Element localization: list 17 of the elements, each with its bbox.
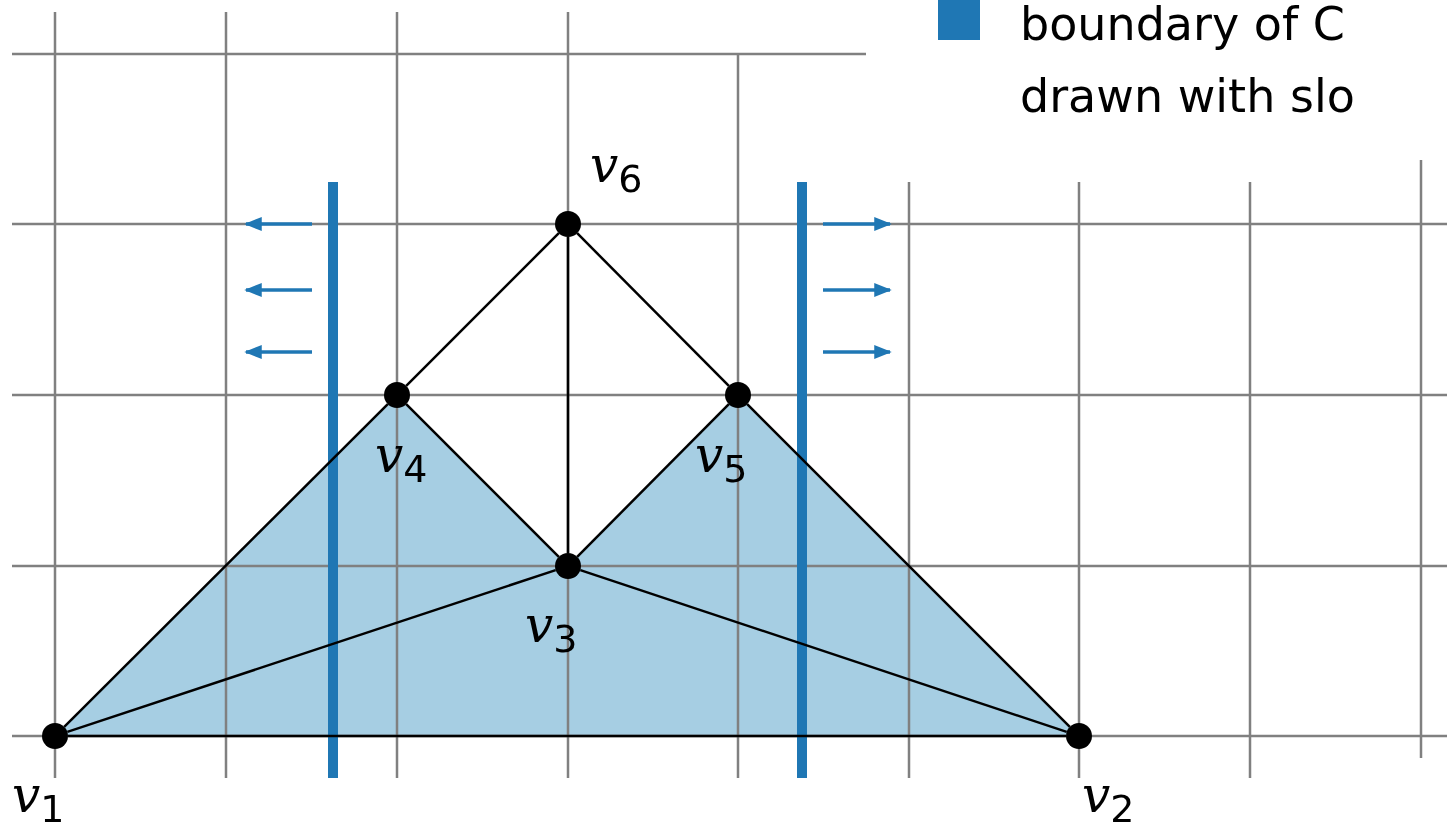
edge-line (405, 232, 560, 387)
edge-line (566, 237, 570, 553)
edge-line (66, 568, 557, 734)
vertex-label: v$_{4}$ (375, 430, 428, 488)
legend-text: boundary of C drawn with slo (1020, 0, 1356, 125)
edge-line (579, 568, 1068, 734)
edge-line (576, 403, 730, 558)
edge-line (68, 734, 1066, 738)
edge-line (746, 403, 1071, 728)
edge-line (405, 403, 560, 558)
vertex-label: v$_{6}$ (590, 140, 643, 198)
vertex-label: v$_{5}$ (695, 430, 748, 488)
edge-line (576, 232, 730, 387)
edge-line (63, 403, 389, 728)
vertex-label: v$_{1}$ (12, 770, 65, 828)
vertex-label: v$_{3}$ (525, 600, 578, 658)
vertex-label: v$_{2}$ (1082, 770, 1135, 828)
